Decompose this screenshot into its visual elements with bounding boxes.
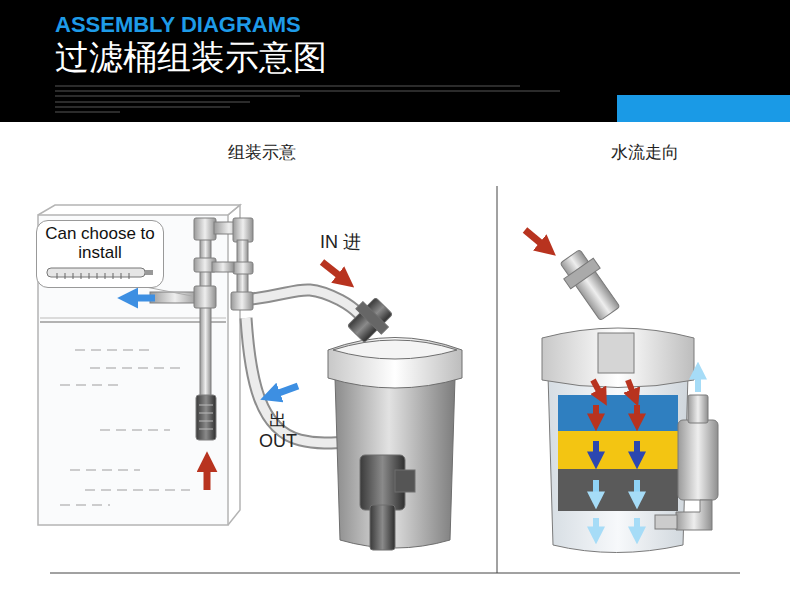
flow-label: IN 进 [320, 232, 380, 253]
section-heading: 组装示意 [212, 143, 312, 163]
filter-canister [328, 293, 462, 550]
header-label: ASSEMBLY DIAGRAMS [55, 12, 301, 37]
callout-bubble: Can choose to install [36, 220, 164, 288]
flow-arrow [525, 230, 543, 245]
flow-arrow [593, 376, 698, 530]
page-title: 过滤桶组装示意图 [55, 38, 327, 77]
accent-bar [617, 95, 790, 122]
pipe-assembly [150, 218, 253, 440]
header-bar [0, 0, 790, 122]
flow-arrow [322, 262, 341, 277]
flow-arrow [204, 468, 211, 490]
filter-cutaway [542, 246, 718, 552]
flow-arrow [276, 386, 298, 394]
callout-text: Can choose to install [43, 225, 157, 262]
divider [50, 573, 740, 574]
fine-print [55, 86, 560, 112]
divider [497, 186, 498, 573]
tube-icon [45, 265, 155, 281]
flow-label: 出 OUT [250, 410, 306, 451]
section-heading: 水流走向 [595, 143, 695, 163]
flow-arrow [134, 295, 155, 302]
